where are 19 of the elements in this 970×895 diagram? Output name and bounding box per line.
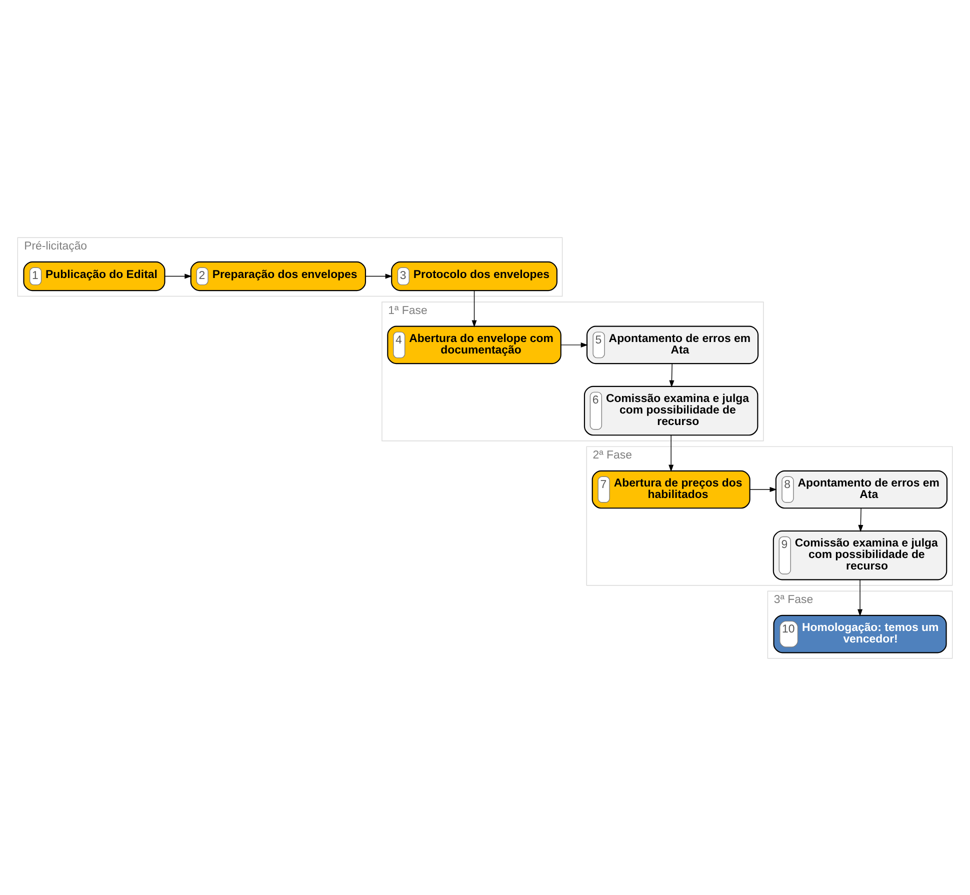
node-box: 5 Apontamento de erros em Ata [586, 325, 759, 364]
arrow [858, 579, 863, 616]
arrow [560, 342, 588, 347]
arrow [472, 290, 477, 327]
node-box: 10 Homologação: temos um vencedor! [773, 614, 947, 653]
arrow [669, 362, 674, 388]
node-box: 2 Preparação dos envelopes [190, 260, 366, 291]
arrow [668, 434, 674, 472]
arrow [750, 486, 777, 492]
node-box: 7 Abertura de preços dos habilitados [592, 470, 750, 508]
node-box: 9 Comissão examina e julga com possibilidade de recurso [772, 530, 948, 580]
arrow [365, 273, 392, 278]
arrow [858, 507, 864, 532]
node-box: 4 Abertura do envelope com documentação [387, 325, 562, 364]
node-box: 3 Protocolo dos envelopes [391, 260, 558, 291]
node-box: 1 Publicação do Edital [23, 260, 166, 291]
arrow [164, 273, 192, 278]
node-box: 6 Comissão examina e julga com possibilidade de recurso [584, 385, 758, 436]
node-box: 8 Apontamento de erros em Ata [775, 470, 948, 508]
